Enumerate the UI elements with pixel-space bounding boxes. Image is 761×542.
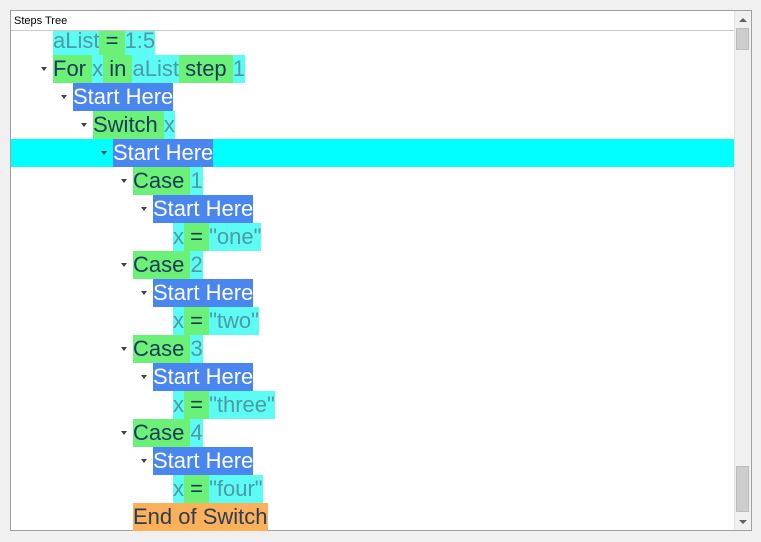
node-token: Start Here <box>153 195 254 223</box>
node-token: "four" <box>209 475 263 503</box>
tree-row[interactable]: Start Here <box>11 279 735 307</box>
expand-triangle-down-icon[interactable] <box>137 195 151 223</box>
tree-row[interactable]: Switch x <box>11 111 735 139</box>
node-token: 3 <box>190 335 203 363</box>
node-token: x <box>173 307 184 335</box>
tree-row[interactable]: Start Here <box>11 363 735 391</box>
node-token: aList <box>132 55 179 83</box>
tree-node-label[interactable]: x = "one" <box>173 223 262 251</box>
tree-row[interactable]: aList = 1:5 <box>11 31 735 55</box>
tree-node-label[interactable]: x = "four" <box>173 475 263 503</box>
panel-title: Steps Tree <box>11 11 735 31</box>
tree-row[interactable]: End of Switch <box>11 503 735 531</box>
tree-node-label[interactable]: aList = 1:5 <box>53 31 156 55</box>
tree-node-label[interactable]: Start Here <box>113 139 214 167</box>
tree-node-label[interactable]: Start Here <box>153 195 254 223</box>
node-token: step <box>178 55 233 83</box>
tree-row[interactable]: Start Here <box>11 447 735 475</box>
node-token: "one" <box>209 223 262 251</box>
tree-node-label[interactable]: x = "two" <box>173 307 259 335</box>
node-token: x <box>173 475 184 503</box>
tree-row[interactable]: Case 1 <box>11 167 735 195</box>
tree-row[interactable]: For x in aList step 1 <box>11 55 735 83</box>
node-token: Switch <box>93 111 164 139</box>
node-token: Case <box>133 251 191 279</box>
tree-node-label[interactable]: Case 3 <box>133 335 203 363</box>
tree-node-label[interactable]: Start Here <box>73 83 174 111</box>
expand-triangle-down-icon[interactable] <box>57 83 71 111</box>
node-token: = <box>184 391 210 419</box>
tree-row[interactable]: Start Here <box>11 83 735 111</box>
node-token: x <box>173 223 184 251</box>
tree-row[interactable]: x = "two" <box>11 307 735 335</box>
tree-node-label[interactable]: Start Here <box>153 279 254 307</box>
node-token: 1 <box>232 55 246 83</box>
tree-row[interactable]: Case 3 <box>11 335 735 363</box>
node-token: aList <box>53 31 100 55</box>
node-token: x <box>173 391 184 419</box>
node-token: = <box>99 31 125 55</box>
tree-row[interactable]: Case 4 <box>11 419 735 447</box>
node-token: For <box>53 55 93 83</box>
vertical-scrollbar[interactable] <box>734 11 751 530</box>
expand-triangle-down-icon[interactable] <box>117 419 131 447</box>
node-token: Case <box>133 335 191 363</box>
expand-triangle-down-icon[interactable] <box>77 111 91 139</box>
tree-row-selected[interactable]: Start Here <box>11 139 735 167</box>
node-token: Start Here <box>113 139 214 167</box>
node-token: Case <box>133 419 191 447</box>
scroll-down-arrow-icon <box>739 519 747 524</box>
tree-node-label[interactable]: End of Switch <box>133 503 268 531</box>
node-token: 2 <box>190 251 203 279</box>
scroll-up-button[interactable] <box>735 11 751 28</box>
scroll-up-arrow-icon <box>739 17 747 22</box>
node-token: 1:5 <box>124 31 156 55</box>
node-token: = <box>184 475 210 503</box>
node-token: Start Here <box>153 363 254 391</box>
tree-node-label[interactable]: Case 4 <box>133 419 203 447</box>
node-token: Start Here <box>153 279 254 307</box>
scrollbar-thumb-top[interactable] <box>736 28 749 50</box>
scroll-down-button[interactable] <box>735 513 751 530</box>
node-token: in <box>103 55 133 83</box>
tree-node-label[interactable]: For x in aList step 1 <box>53 55 246 83</box>
node-token: "three" <box>209 391 275 419</box>
node-token: 1 <box>190 167 203 195</box>
tree-node-label[interactable]: Case 1 <box>133 167 203 195</box>
tree-node-label[interactable]: x = "three" <box>173 391 275 419</box>
tree-node-label[interactable]: Start Here <box>153 363 254 391</box>
node-token: = <box>184 223 210 251</box>
tree-row[interactable]: Start Here <box>11 195 735 223</box>
node-token: x <box>163 111 175 139</box>
expand-triangle-down-icon[interactable] <box>117 335 131 363</box>
tree-row[interactable]: Case 2 <box>11 251 735 279</box>
node-token: Case <box>133 167 191 195</box>
expand-triangle-down-icon[interactable] <box>37 55 51 83</box>
expand-triangle-down-icon[interactable] <box>137 279 151 307</box>
expand-triangle-down-icon[interactable] <box>117 167 131 195</box>
node-token: "two" <box>209 307 259 335</box>
expand-triangle-down-icon[interactable] <box>137 447 151 475</box>
tree-row[interactable]: x = "four" <box>11 475 735 503</box>
node-token: Start Here <box>153 447 254 475</box>
node-token: Start Here <box>73 83 174 111</box>
tree-node-label[interactable]: Start Here <box>153 447 254 475</box>
node-token: End of Switch <box>133 503 268 531</box>
tree-node-label[interactable]: Case 2 <box>133 251 203 279</box>
expand-triangle-down-icon[interactable] <box>97 139 111 167</box>
expand-triangle-down-icon[interactable] <box>117 251 131 279</box>
expand-triangle-down-icon[interactable] <box>137 363 151 391</box>
scrollbar-thumb[interactable] <box>736 466 749 512</box>
tree-row[interactable]: x = "three" <box>11 391 735 419</box>
node-token: 4 <box>190 419 203 447</box>
tree-row[interactable]: x = "one" <box>11 223 735 251</box>
node-token: = <box>184 307 210 335</box>
node-token: x <box>92 55 104 83</box>
tree-node-label[interactable]: Switch x <box>93 111 175 139</box>
